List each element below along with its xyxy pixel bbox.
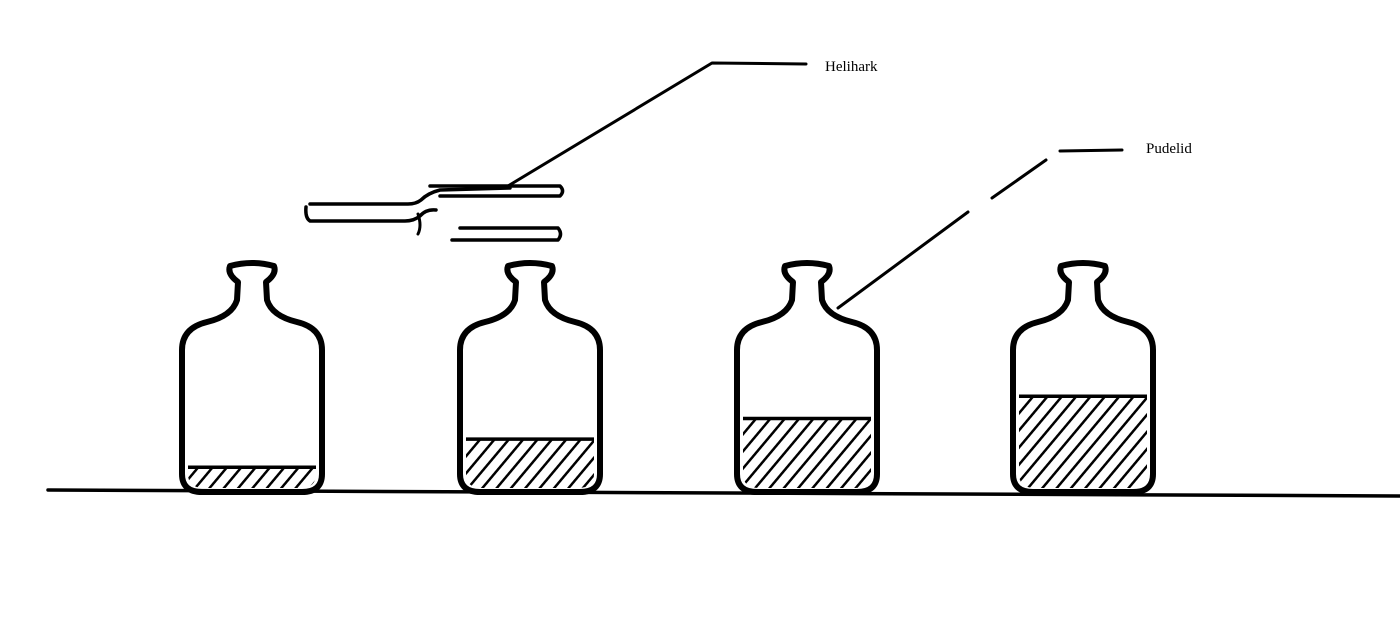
bottle-2-outline	[457, 260, 603, 495]
bottle-3-outline	[734, 260, 880, 495]
bottle-3-liquid	[743, 418, 871, 488]
bottle-3	[734, 260, 880, 495]
bottle-4-outline	[1010, 260, 1156, 495]
bottle-1	[179, 260, 325, 495]
fork-leader-line	[506, 61, 808, 188]
table-surface-line	[46, 488, 1400, 498]
bottle-1-liquid	[188, 467, 316, 488]
bottle-2-liquid	[466, 439, 594, 488]
bottles-leader-line	[836, 148, 1124, 310]
bottles-group	[179, 260, 1156, 495]
bottles-label: Pudelid	[1146, 141, 1192, 157]
bottle-1-outline	[179, 260, 325, 495]
tuning-fork	[304, 184, 565, 242]
fork-label: Helihark	[825, 59, 878, 75]
bottle-4	[1010, 260, 1156, 495]
bottle-4-liquid	[1019, 396, 1147, 488]
bottle-2	[457, 260, 603, 495]
